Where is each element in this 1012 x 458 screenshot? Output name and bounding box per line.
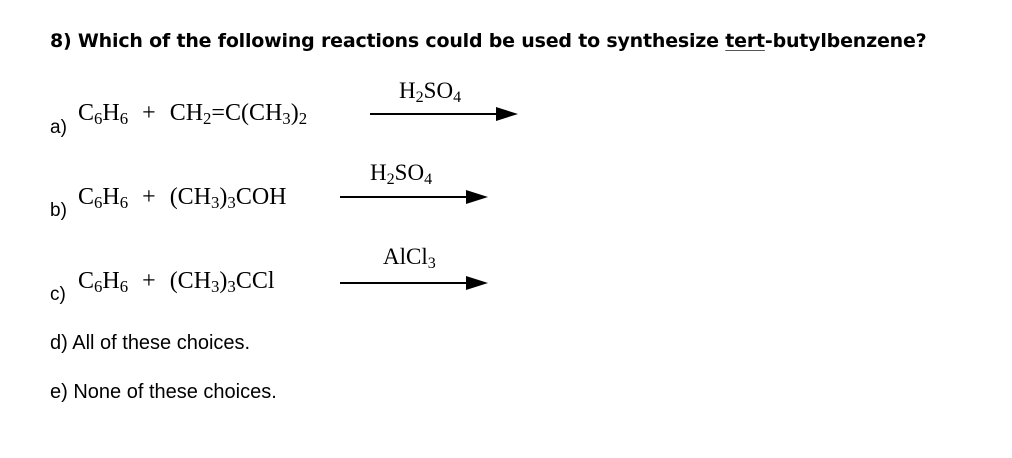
reaction-arrow-b	[340, 190, 488, 204]
question-suffix: -butylbenzene?	[764, 30, 927, 52]
choice-label-c: c)	[50, 284, 66, 305]
choice-d[interactable]: d) All of these choices.	[50, 332, 251, 354]
question-underlined-word: tert	[725, 30, 765, 52]
reaction-b-condition: H2SO4	[370, 160, 433, 189]
choice-e[interactable]: e) None of these choices.	[50, 381, 277, 403]
reaction-arrow-a	[370, 107, 518, 121]
reaction-a-condition: H2SO4	[399, 78, 462, 107]
plus-sign: +	[142, 184, 156, 210]
reactant-benzene: C6H6	[78, 268, 129, 297]
reactant-isobutylene: CH2=C(CH3)2	[169, 100, 308, 129]
reaction-a-equation: C6H6 + CH2=C(CH3)2	[78, 100, 307, 127]
question-prefix: 8) Which of the following reactions coul…	[50, 30, 726, 52]
reactant-benzene: C6H6	[78, 184, 129, 213]
question-text: 8) Which of the following reactions coul…	[50, 30, 927, 52]
reactant-benzene: C6H6	[78, 100, 129, 129]
reactant-tert-butyl-chloride: (CH3)3CCl	[169, 268, 275, 297]
plus-sign: +	[142, 268, 156, 294]
choice-label-b: b)	[50, 200, 67, 221]
reaction-b-equation: C6H6 + (CH3)3COH	[78, 184, 286, 211]
choice-label-a: a)	[50, 117, 67, 138]
reaction-c-condition: AlCl3	[383, 244, 436, 273]
reactant-tert-butanol: (CH3)3COH	[169, 184, 287, 213]
plus-sign: +	[142, 100, 156, 126]
reaction-c-equation: C6H6 + (CH3)3CCl	[78, 268, 275, 295]
reaction-arrow-c	[340, 276, 488, 290]
